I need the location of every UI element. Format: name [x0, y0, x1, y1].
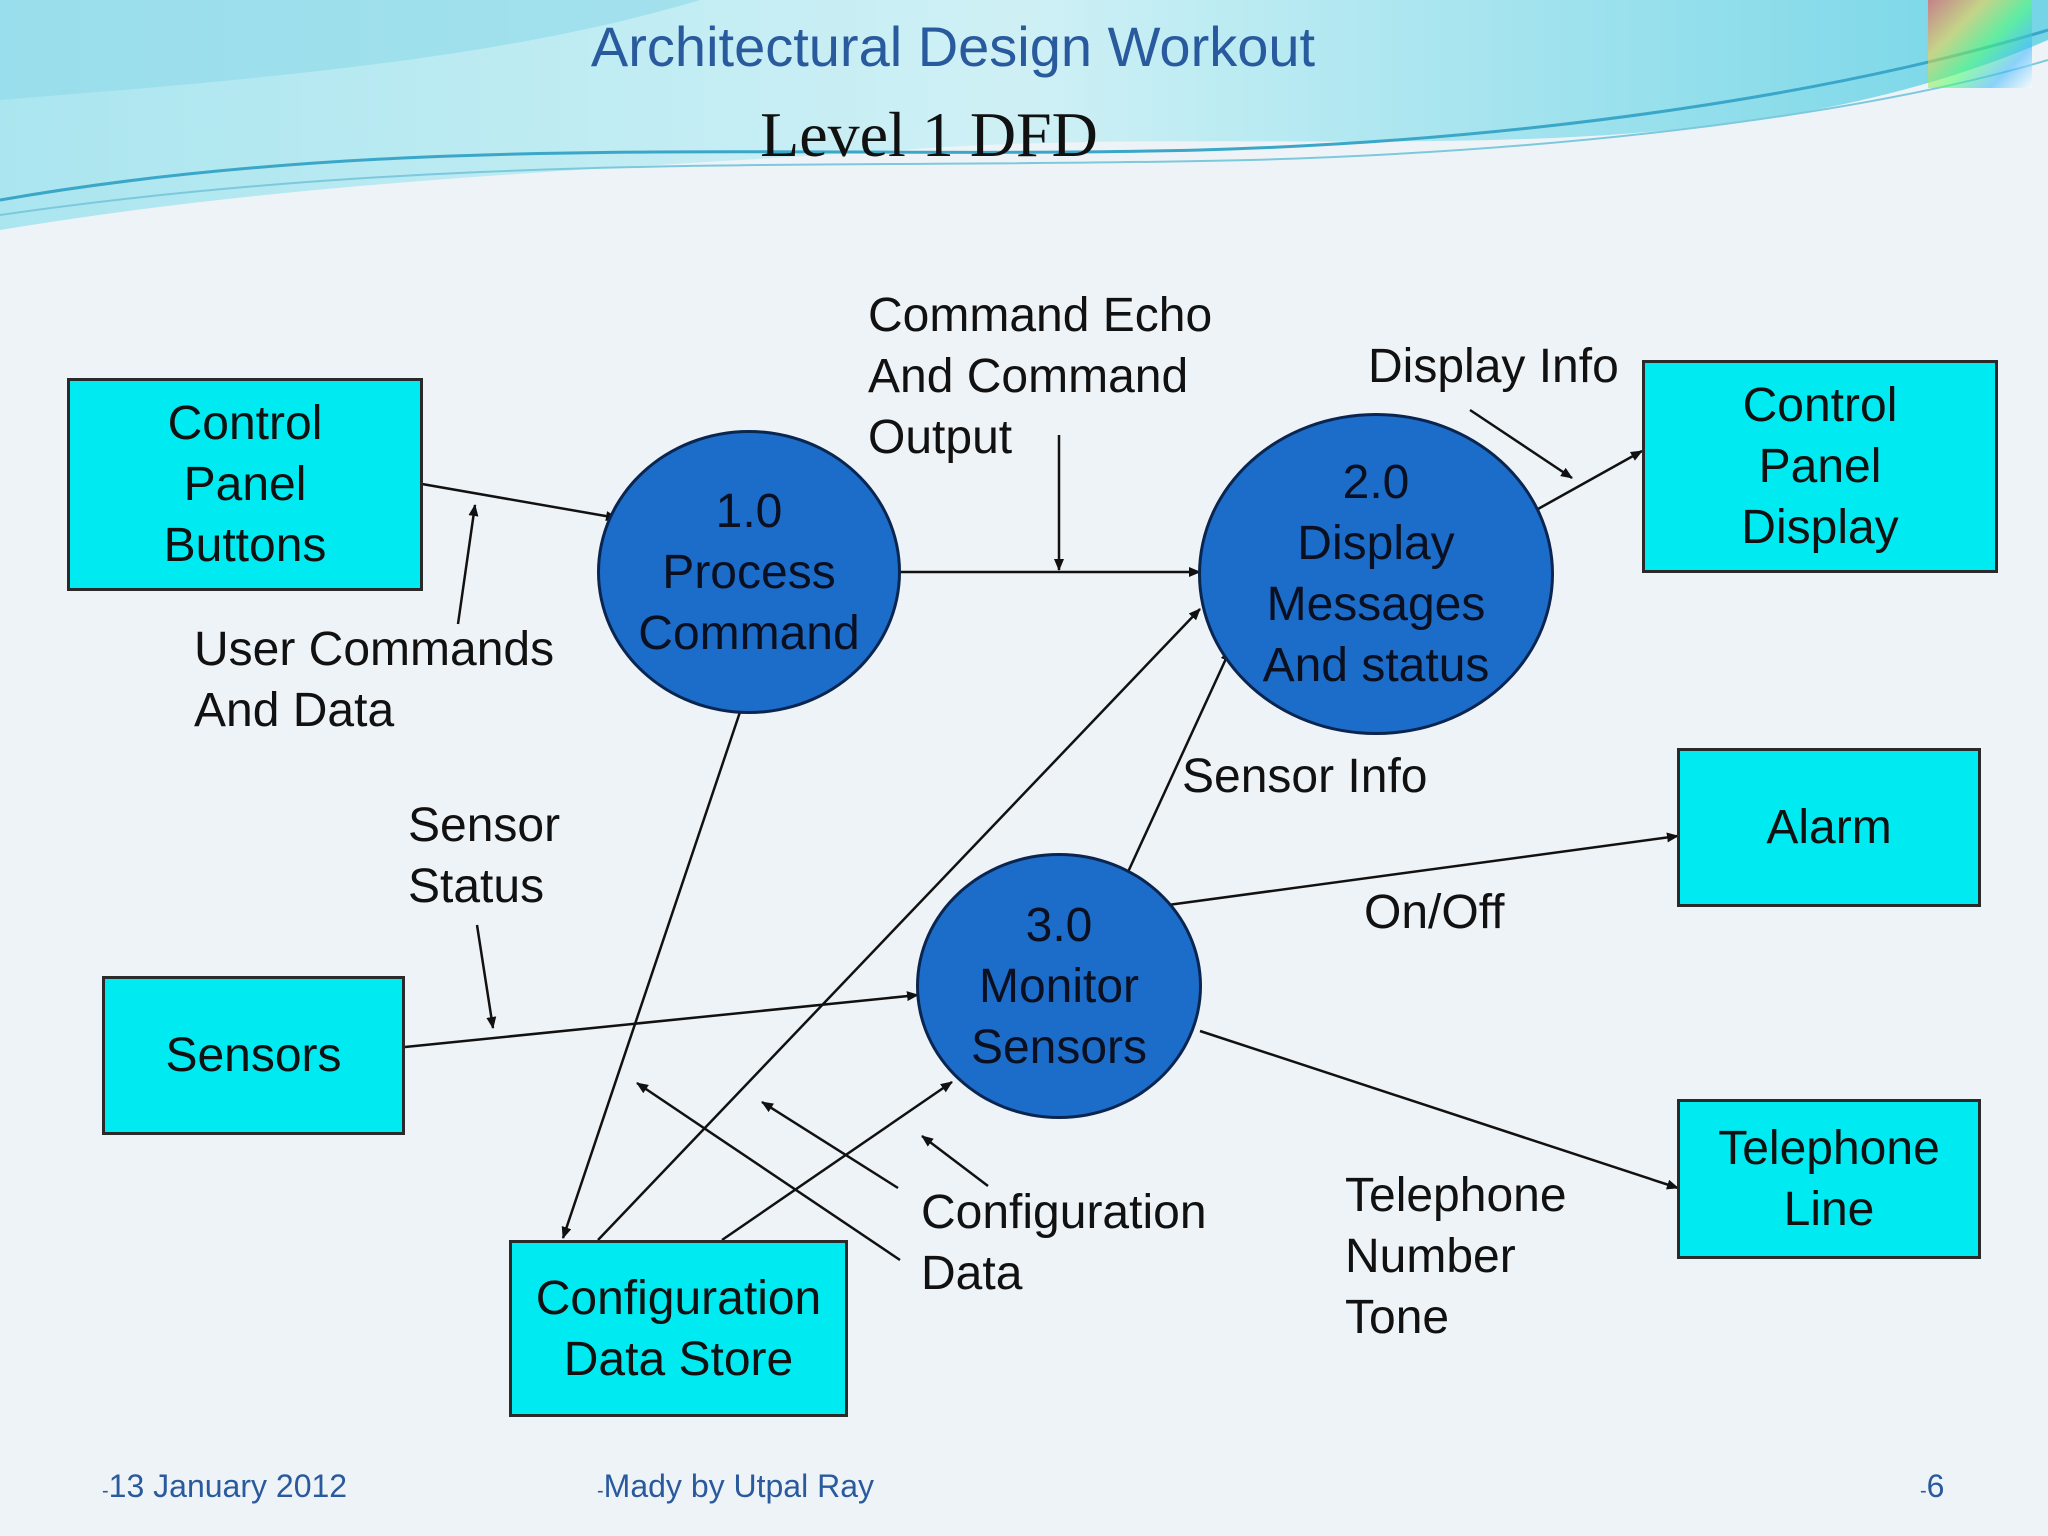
footer-author: -Mady by Utpal Ray: [597, 1468, 874, 1504]
label-user-commands: User Commands And Data: [194, 623, 555, 737]
slide-top-title: Architectural Design Workout: [590, 15, 1316, 78]
entity-alarm: Alarm: [1677, 748, 1981, 907]
entity-control-panel-buttons: Control Panel Buttons: [67, 378, 423, 591]
entity-telephone-line: Telephone Line: [1677, 1099, 1981, 1259]
process-2-display-messages: 2.0 Display Messages And status: [1198, 413, 1554, 735]
process-3-monitor-sensors: 3.0 Monitor Sensors: [916, 853, 1202, 1119]
label-sensor-status: Sensor Status: [408, 799, 561, 913]
flow-p3-to-telephone: [1199, 1029, 1679, 1190]
pointer-config-1: [636, 1081, 901, 1262]
label-configuration-data: Configuration Data: [921, 1186, 1207, 1300]
slide-main-title: Level 1 DFD: [760, 99, 1098, 170]
flow-buttons-to-p1: [421, 482, 618, 522]
entity-control-panel-display: Control Panel Display: [1642, 360, 1998, 573]
flow-p1-to-store: [561, 711, 742, 1239]
pointer-config-2: [761, 1100, 899, 1190]
footer-page-number: -6: [1920, 1468, 1945, 1504]
header-wave-decoration: [0, 0, 2048, 230]
pointer-user-commands: [456, 504, 479, 625]
corner-logo: [1928, 0, 2032, 88]
pointer-config-3: [921, 1135, 989, 1187]
label-on-off: On/Off: [1364, 886, 1505, 939]
flow-sensors-to-p3: [404, 991, 919, 1049]
flow-store-to-p3: [721, 1080, 953, 1242]
process-1-process-command: 1.0 Process Command: [597, 430, 901, 714]
label-telephone-number-tone: Telephone Number Tone: [1345, 1169, 1567, 1344]
label-display-info: Display Info: [1368, 340, 1619, 393]
label-command-echo: Command Echo And Command Output: [868, 289, 1213, 464]
entity-sensors: Sensors: [102, 976, 405, 1135]
pointer-sensor-status: [475, 924, 497, 1029]
entity-configuration-data-store: Configuration Data Store: [509, 1240, 848, 1417]
label-sensor-info: Sensor Info: [1182, 750, 1428, 803]
flow-p3-to-p2: [1126, 649, 1232, 873]
flow-p2-to-display: [1537, 449, 1643, 511]
flow-store-to-p2: [597, 608, 1201, 1241]
pointer-display-info: [1469, 408, 1573, 480]
footer-date: -13 January 2012: [102, 1468, 348, 1504]
flow-p3-to-alarm: [1167, 832, 1679, 907]
